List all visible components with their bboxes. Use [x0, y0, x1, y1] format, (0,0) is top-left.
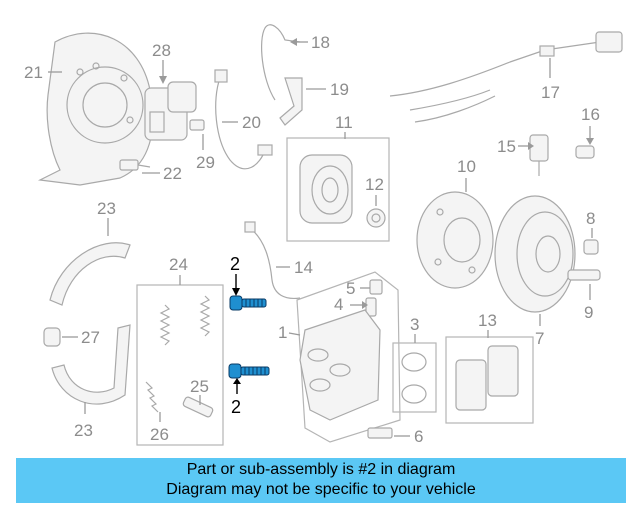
part-21-backing-plate: [37, 32, 154, 186]
part-1-brake-caliper: [299, 309, 381, 421]
box-24: [136, 284, 224, 446]
callout-15: 15: [497, 137, 516, 156]
part-2-caliper-bolt-upper: [229, 295, 267, 311]
callout-14: 14: [294, 258, 313, 277]
part-14-pad-sensor: [244, 221, 301, 300]
banner-line-2: Diagram may not be specific to your vehi…: [166, 481, 476, 498]
callout-13: 13: [478, 311, 497, 330]
part-10-wheel-hub: [416, 191, 494, 289]
callout-11: 11: [335, 113, 353, 132]
part-13-brake-pads: [455, 345, 519, 411]
callout-3: 3: [410, 315, 419, 334]
part-24-spring-kit: [159, 295, 211, 346]
callout-10: 10: [457, 157, 476, 176]
part-28-parking-brake-caliper: [144, 81, 197, 141]
part-18-brake-line: [260, 24, 301, 101]
part-29-bolt: [189, 119, 205, 131]
callout-12: 12: [365, 175, 384, 194]
banner-line-1: Part or sub-assembly is #2 in diagram: [186, 461, 456, 478]
callout-2-upper: 2: [230, 254, 240, 274]
part-11-wheel-bearing: [299, 154, 353, 224]
parts-diagram: 21 28 29 22 20 18 19 11: [24, 24, 623, 446]
callout-22: 22: [163, 164, 182, 183]
callout-8: 8: [586, 209, 595, 228]
box-13: [445, 336, 534, 424]
callout-29: 29: [196, 153, 215, 172]
callout-20: 20: [242, 113, 261, 132]
part-25-pin: [182, 396, 214, 418]
callout-28: 28: [152, 41, 171, 60]
callout-27: 27: [81, 328, 100, 347]
leader-1: [288, 332, 301, 336]
callout-5: 5: [346, 279, 355, 298]
callout-1: 1: [278, 323, 287, 342]
part-7-brake-disc: [494, 195, 576, 313]
box-1: [296, 271, 401, 443]
callout-25: 25: [190, 377, 209, 396]
part-23-brake-shoe-upper: [49, 242, 131, 306]
callout-18: 18: [311, 33, 330, 52]
part-27-adjuster: [43, 327, 61, 347]
part-17-wear-sensor: [389, 31, 623, 123]
part-2-caliper-bolt-lower: [228, 363, 270, 379]
callout-19: 19: [330, 80, 349, 99]
callout-2-lower: 2: [231, 397, 241, 417]
part-22-bolt: [119, 159, 151, 171]
part-4-bleeder-screw: [365, 297, 377, 317]
part-3-seal-kit: [401, 352, 427, 404]
part-6-clip: [367, 427, 393, 439]
callout-17: 17: [541, 83, 560, 102]
callout-24: 24: [169, 255, 188, 274]
callout-4: 4: [334, 295, 343, 314]
info-banner: Part or sub-assembly is #2 in diagram Di…: [16, 458, 626, 503]
part-8-pin: [583, 239, 599, 255]
part-5-bleeder: [369, 279, 383, 295]
part-12-nut: [366, 208, 386, 228]
callout-6: 6: [414, 427, 423, 446]
box-11: [286, 137, 390, 242]
part-15-speed-sensor: [529, 134, 549, 176]
part-23-brake-shoe-lower: [51, 324, 131, 405]
callout-9: 9: [584, 303, 593, 322]
part-19-bracket: [279, 77, 303, 126]
part-20-brake-hose: [214, 69, 273, 170]
part-9-bolt: [567, 269, 601, 281]
callout-21: 21: [24, 63, 43, 82]
callout-26: 26: [150, 425, 169, 444]
callout-7: 7: [535, 329, 544, 348]
part-26-spring: [145, 381, 159, 413]
callout-23a: 23: [97, 199, 116, 218]
callout-16: 16: [581, 105, 600, 124]
part-16-bolt: [575, 145, 595, 159]
callout-23b: 23: [74, 421, 93, 440]
